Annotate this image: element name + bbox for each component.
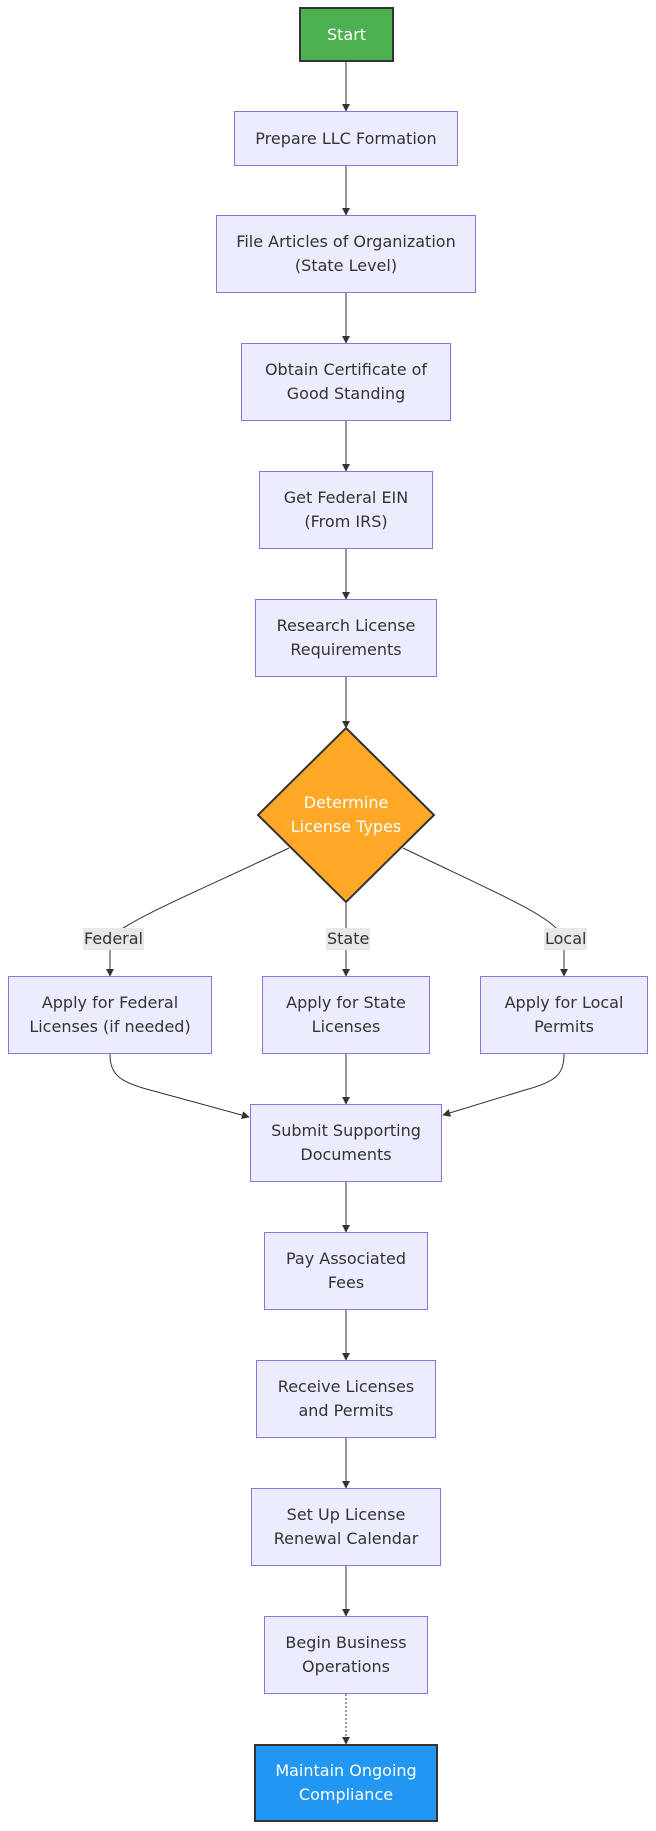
- node-certificate: Obtain Certificate of Good Standing: [241, 343, 451, 421]
- node-state: Apply for State Licenses: [262, 976, 430, 1054]
- node-prepare-llc-label: Prepare LLC Formation: [255, 128, 437, 148]
- node-operations-label: Begin Business Operations: [285, 1633, 407, 1676]
- node-receive: Receive Licenses and Permits: [256, 1360, 436, 1438]
- node-federal: Apply for Federal Licenses (if needed): [8, 976, 212, 1054]
- edge-local-submit: [442, 1053, 565, 1117]
- node-file-articles: File Articles of Organization (State Lev…: [216, 215, 476, 293]
- node-operations: Begin Business Operations: [264, 1616, 428, 1694]
- node-start-label: Start: [326, 24, 367, 44]
- decision-diamond: [256, 726, 436, 904]
- node-determine-label: Determine License Types: [290, 793, 402, 836]
- edge-label-state: State: [326, 928, 371, 950]
- edge-label-local: Local: [544, 928, 588, 950]
- node-file-articles-label: File Articles of Organization (State Lev…: [236, 232, 456, 275]
- node-pay: Pay Associated Fees: [264, 1232, 428, 1310]
- node-submit-label: Submit Supporting Documents: [271, 1121, 421, 1164]
- node-research-label: Research License Requirements: [276, 616, 416, 659]
- node-local-label: Apply for Local Permits: [504, 993, 624, 1036]
- node-ein-label: Get Federal EIN (From IRS): [283, 488, 409, 531]
- node-ein: Get Federal EIN (From IRS): [259, 471, 433, 549]
- node-submit: Submit Supporting Documents: [250, 1104, 442, 1182]
- node-federal-label: Apply for Federal Licenses (if needed): [29, 993, 191, 1036]
- node-receive-label: Receive Licenses and Permits: [277, 1377, 415, 1420]
- edge-label-federal: Federal: [83, 928, 144, 950]
- node-certificate-label: Obtain Certificate of Good Standing: [264, 360, 428, 403]
- node-renewal-label: Set Up License Renewal Calendar: [273, 1505, 419, 1548]
- node-local: Apply for Local Permits: [480, 976, 648, 1054]
- node-state-label: Apply for State Licenses: [286, 993, 406, 1036]
- node-compliance-label: Maintain Ongoing Compliance: [275, 1761, 417, 1804]
- edge-federal-submit: [109, 1053, 250, 1119]
- edge-determine-local: [402, 847, 568, 977]
- node-pay-label: Pay Associated Fees: [285, 1249, 406, 1292]
- node-renewal: Set Up License Renewal Calendar: [251, 1488, 441, 1566]
- node-start: Start: [299, 7, 394, 62]
- node-compliance: Maintain Ongoing Compliance: [254, 1744, 438, 1822]
- node-prepare-llc: Prepare LLC Formation: [234, 111, 458, 166]
- edge-determine-federal: [106, 847, 290, 977]
- node-research: Research License Requirements: [255, 599, 437, 677]
